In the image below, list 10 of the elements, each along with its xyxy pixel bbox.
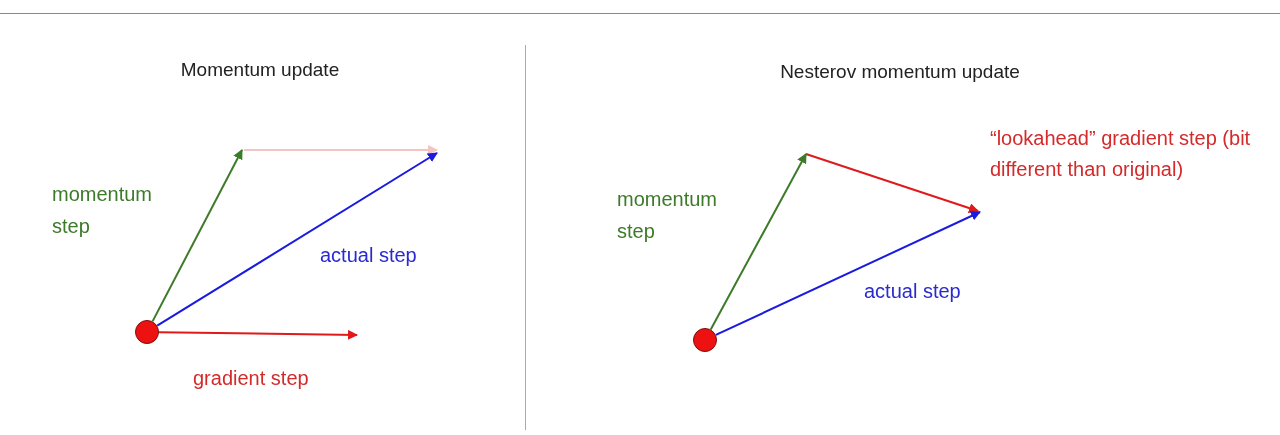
vector-arrow (156, 152, 438, 327)
vector-label: actual step (864, 279, 962, 304)
panel-title: Nesterov momentum update (779, 60, 1021, 84)
vector-arrow (158, 329, 358, 340)
vector-label: actual step (320, 243, 418, 268)
vector-label: momentum step (617, 187, 719, 244)
vector-label: “lookahead” gradient step (bit different than original) (990, 126, 1252, 182)
panel-title: Momentum update (179, 58, 341, 82)
vector-label: gradient step (193, 366, 310, 391)
vector-label: momentum step (52, 182, 154, 239)
